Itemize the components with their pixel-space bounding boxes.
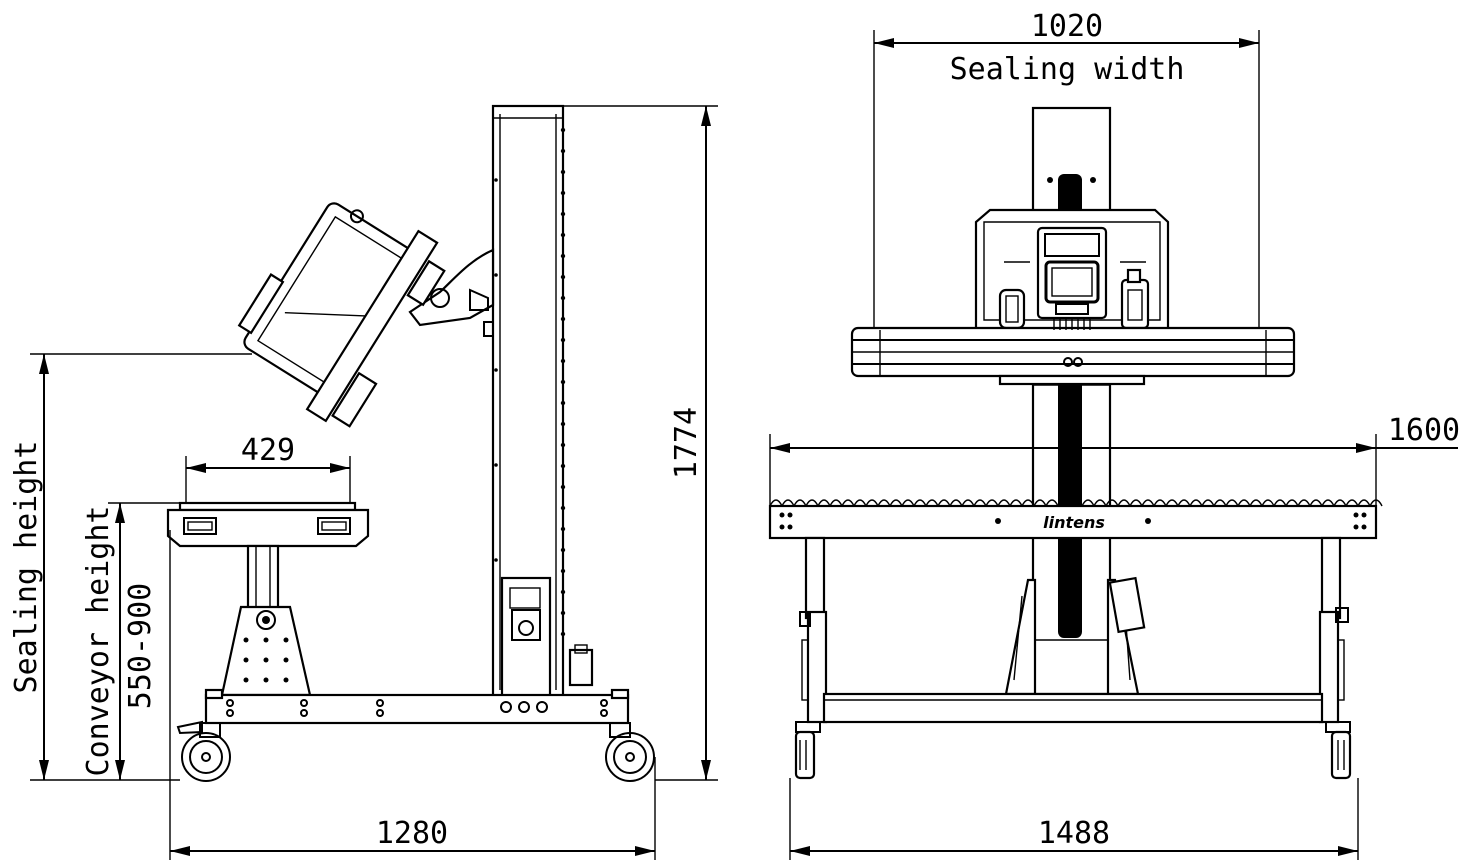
front-column-base [1004,576,1146,696]
conveyor-height-label: Conveyor height [81,506,116,777]
front-leg-right [1318,536,1352,780]
front-sealer-body [974,208,1170,332]
side-view [166,104,655,782]
dim-front-width: 1488 [1038,816,1110,851]
front-view: lintens [768,106,1383,780]
dim-sealing-width: 1020 [1031,9,1103,44]
column-holes [494,127,566,637]
front-dimensions: 1020 Sealing width 1600 1488 [769,9,1460,860]
dim-side-length: 1280 [376,816,448,851]
side-caster-left [176,720,231,782]
brand-logo: lintens [1043,513,1105,532]
side-dimensions: 1774 429 1280 Sealing height Conveyor he… [9,105,718,860]
sealing-height-label: Sealing height [9,441,44,694]
dim-conveyor-length: 1600 [1388,413,1460,448]
stand-holes [243,637,289,683]
sealing-width-label: Sealing width [950,52,1185,87]
side-conveyor [166,501,370,548]
side-motor-block [500,576,594,698]
dim-total-height: 1774 [669,407,704,479]
side-caster-right [605,722,655,782]
side-base-frame [204,688,630,725]
front-conveyor: lintens [768,499,1383,540]
belt-rollers [1053,318,1091,330]
side-stand [220,544,312,697]
side-sealer-head [237,202,446,428]
front-leg-left [794,536,828,780]
dim-conveyor-width: 429 [241,433,295,468]
front-column [1031,106,1112,696]
conveyor-height-range: 550-900 [123,583,158,709]
front-sealing-bar [850,318,1296,386]
front-base-beam [822,692,1324,724]
